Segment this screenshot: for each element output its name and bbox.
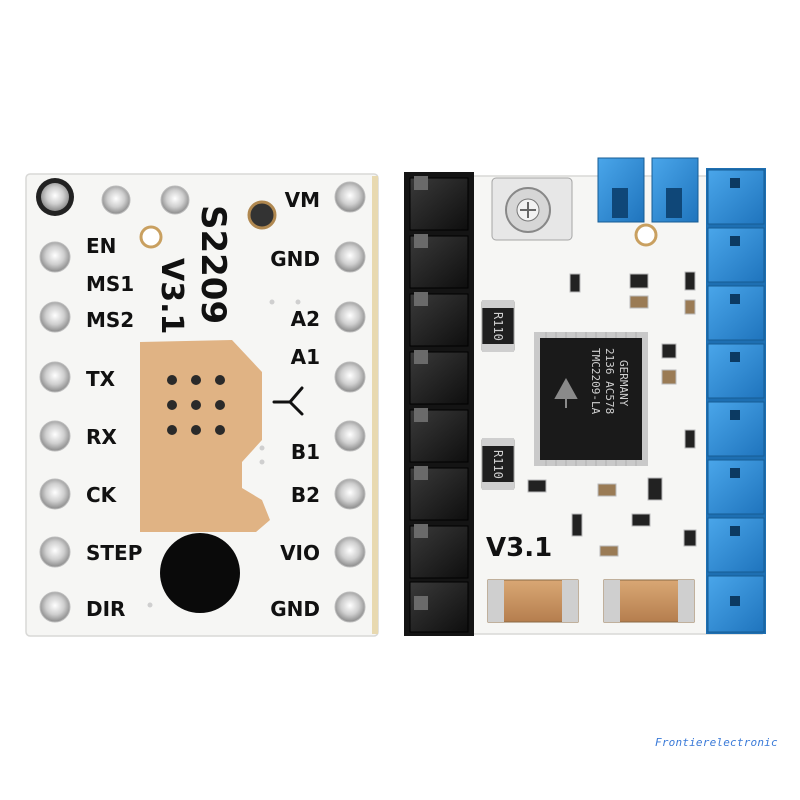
pin-pad (39, 301, 71, 333)
label-tx: TX (86, 367, 116, 391)
board-back: S2209 V3.1 EN MS1 MS2 TX RX CK STEP DIR … (25, 173, 379, 637)
resistor-2: R110 (481, 438, 515, 490)
pin-pad (160, 185, 190, 215)
label-b2: B2 (291, 483, 320, 507)
driver-chip: TMC2209-LA 2136 AC578 GERMANY (534, 332, 648, 466)
resistor-2-code: R110 (491, 450, 505, 479)
pin-pad (334, 301, 366, 333)
pin-pad (334, 420, 366, 452)
chip-logo-icon (554, 377, 578, 408)
junction-mark (272, 386, 304, 416)
label-a1: A1 (291, 345, 320, 369)
pin-pad (334, 181, 366, 213)
board-front: R110 R110 TMC2209-LA 2136 AC57 (404, 157, 766, 636)
label-ms2: MS2 (86, 308, 134, 332)
pin-pad (334, 241, 366, 273)
pcb-back-edge (372, 176, 378, 634)
mounting-hole-dark (247, 200, 277, 230)
pin-pad (39, 478, 71, 510)
chip-line-1: TMC2209-LA (589, 348, 602, 415)
left-pin-column (36, 178, 74, 623)
label-b1: B1 (291, 440, 320, 464)
label-ms1: MS1 (86, 272, 134, 296)
bulk-capacitors (487, 579, 695, 623)
pin-pad (39, 591, 71, 623)
smd-components (527, 271, 697, 557)
small-vias (147, 299, 301, 608)
label-rx: RX (86, 425, 117, 449)
black-round-pad (160, 533, 240, 613)
pin-pad (334, 591, 366, 623)
pin-pad (39, 361, 71, 393)
black-header (404, 172, 474, 636)
thermal-pad (140, 340, 270, 532)
label-ck: CK (86, 483, 118, 507)
label-vm: VM (285, 188, 320, 212)
pin-pad (334, 361, 366, 393)
label-dir: DIR (86, 597, 125, 621)
right-pin-column (334, 181, 366, 623)
pin-pad (39, 536, 71, 568)
pin-pad (41, 183, 69, 211)
potentiometer (491, 177, 573, 241)
version-label-back: V3.1 (154, 258, 189, 334)
pin-pad (39, 241, 71, 273)
label-step: STEP (86, 541, 142, 565)
pin-pad (334, 536, 366, 568)
label-a2: A2 (291, 307, 320, 331)
watermark: Frontierelectronic (655, 736, 778, 749)
mounting-hole-front (634, 223, 658, 247)
label-gnd-bottom: GND (270, 597, 320, 621)
thermal-vias (167, 375, 225, 435)
resistor-1-code: R110 (491, 312, 505, 341)
model-label: S2209 (193, 205, 233, 324)
pin-pad (39, 420, 71, 452)
resistor-1: R110 (481, 300, 515, 352)
pin-pad (101, 185, 131, 215)
blue-jumpers (597, 157, 699, 223)
pin-pad (334, 478, 366, 510)
blue-header (706, 168, 766, 634)
chip-line-2: 2136 AC578 (603, 348, 616, 414)
mounting-hole (139, 225, 163, 249)
chip-line-3: GERMANY (617, 360, 630, 407)
label-en: EN (86, 234, 116, 258)
version-label-front: V3.1 (486, 533, 552, 563)
label-gnd-top: GND (270, 247, 320, 271)
label-vio: VIO (280, 541, 320, 565)
